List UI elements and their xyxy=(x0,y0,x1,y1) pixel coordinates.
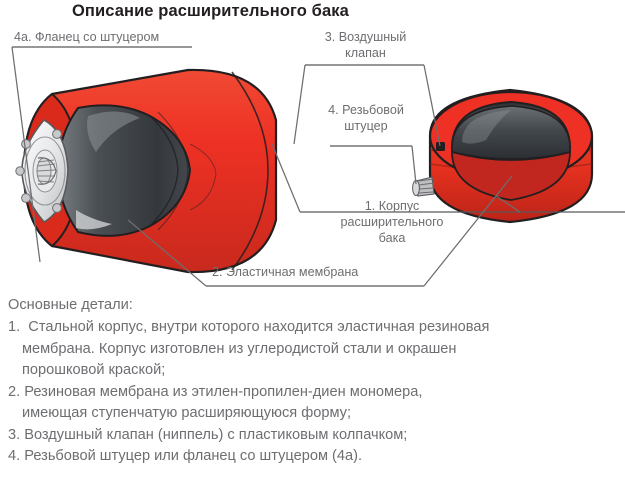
item-line: Воздушный клапан (ниппель) с пластиковым… xyxy=(24,426,408,443)
item-number: 3. xyxy=(8,426,21,443)
threaded-nipple-icon xyxy=(412,176,435,197)
list-item: 1. Стальной корпус, внутри которого нахо… xyxy=(8,317,620,382)
flange-thread xyxy=(36,157,57,185)
details-heading: Основные детали: xyxy=(8,297,133,313)
item-line: Резьбовой штуцер или фланец со штуцером … xyxy=(24,448,363,464)
cylindrical-tank-illustration xyxy=(15,68,278,274)
item-line: Стальной корпус, внутри которого находит… xyxy=(28,319,490,335)
callout-label-membrane: 2. Эластичная мембрана xyxy=(212,265,359,279)
flange-with-nipple xyxy=(15,118,69,224)
list-item: 3. Воздушный клапан (ниппель) с пластико… xyxy=(8,425,620,447)
item-number: 4. xyxy=(8,448,21,464)
item-number: 1. xyxy=(8,319,21,335)
callout-label-air-valve: 3. Воздушный клапан xyxy=(324,30,407,60)
list-item: 4. Резьбовой штуцер или фланец со штуцер… xyxy=(8,446,620,468)
item-line: Резиновая мембрана из этилен-пропилен-ди… xyxy=(24,383,423,400)
flange-bolts xyxy=(15,129,62,213)
callout-label-flange: 4а. Фланец со штуцером xyxy=(14,30,160,44)
page-title: Описание расширительного бака xyxy=(72,2,349,20)
callout-label-threaded-nipple: 4. Резьбовой штуцер xyxy=(328,103,404,133)
flat-tank-illustration xyxy=(412,88,594,224)
callout-leader-lines xyxy=(11,46,625,287)
item-line: порошковой краской; xyxy=(22,362,166,378)
item-line: мембрана. Корпус изготовлен из углеродис… xyxy=(22,340,457,357)
main-details-text: Основные детали: 1. Стальной корпус, вну… xyxy=(8,295,620,468)
air-valve-icon xyxy=(436,142,445,151)
expansion-tank-diagram xyxy=(0,24,625,292)
callout-label-tank-body: 1. Корпус расширительного бака xyxy=(340,199,444,245)
item-number: 2. xyxy=(8,383,21,400)
item-line: имеющая ступенчатую расширяющуюся форму; xyxy=(22,405,352,421)
list-item: 2. Резиновая мембрана из этилен-пропилен… xyxy=(8,382,620,425)
